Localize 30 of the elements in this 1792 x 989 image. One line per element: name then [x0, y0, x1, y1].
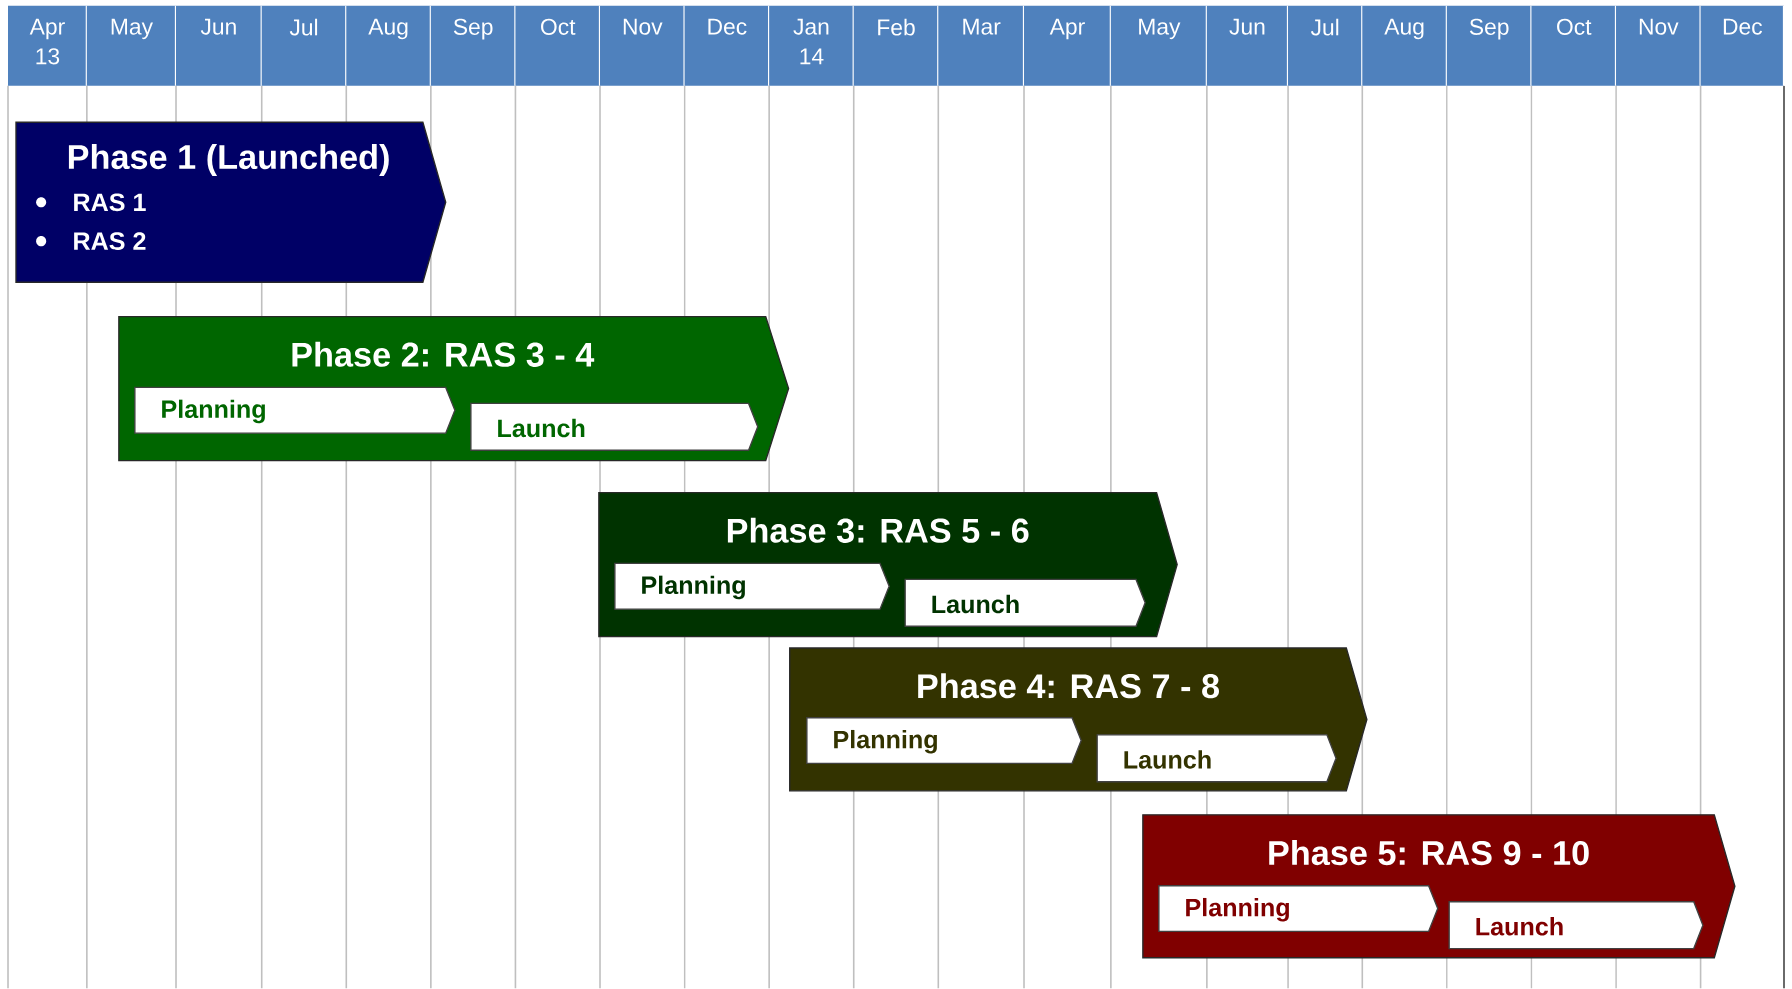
- month-header-cell: May: [86, 5, 178, 86]
- phase-banner: Phase 1 (Launched) RAS 1 RAS 2: [15, 121, 447, 284]
- month-header-cell: Nov: [600, 5, 686, 86]
- month-header-cell: Aug: [346, 5, 432, 86]
- month-header-cell: Nov: [1616, 5, 1702, 86]
- month-header-cell: Feb: [853, 5, 940, 86]
- step-banner: Launch: [1096, 734, 1337, 783]
- month-header-cell: May: [1110, 5, 1209, 86]
- step-banner: Planning: [806, 717, 1082, 765]
- month-header-cell: Dec: [684, 5, 771, 86]
- month-header-cell: Dec: [1700, 5, 1786, 86]
- step-banner: Planning: [134, 386, 456, 435]
- month-header-cell: Jan 14: [769, 5, 855, 86]
- step-banner: Planning: [614, 562, 890, 611]
- step-banner: Launch: [904, 578, 1146, 628]
- month-header-cell: Oct: [515, 5, 602, 86]
- month-header-cell: Apr: [1024, 5, 1112, 86]
- month-header-cell: Sep: [1446, 5, 1533, 86]
- month-header-cell: Mar: [938, 5, 1026, 86]
- month-header-cell: Oct: [1531, 5, 1618, 86]
- month-header-cell: Jun: [176, 5, 263, 86]
- month-header-cell: Sep: [430, 5, 517, 86]
- month-header-cell: Aug: [1362, 5, 1449, 86]
- step-banner: Launch: [470, 402, 759, 452]
- month-header-cell: Jun: [1206, 5, 1290, 86]
- month-header-cell: Apr 13: [8, 5, 88, 86]
- step-banner: Launch: [1448, 901, 1704, 950]
- month-header-cell: Jul: [261, 5, 348, 86]
- month-header-cell: Jul: [1288, 5, 1364, 86]
- step-banner: Planning: [1158, 885, 1439, 933]
